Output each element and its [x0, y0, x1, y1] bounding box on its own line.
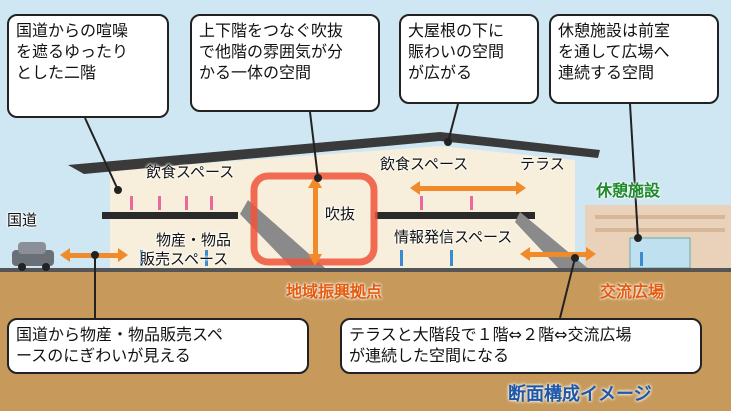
callout-terrace-stair: テラスと大階段で１階⇔２階⇔交流広場 が連続した空間になる	[340, 318, 702, 374]
people-upper	[130, 196, 473, 210]
callout-big-roof: 大屋根の下に 賑わいの空間 が広がる	[399, 14, 539, 104]
label-atrium: 吹抜	[325, 205, 356, 223]
leader-lines	[84, 103, 642, 319]
label-rest-facility: 休憩施設	[596, 181, 661, 200]
label-products-1: 物産・物品	[156, 231, 232, 249]
callout-view-from-road: 国道から物産・物品販売スペ ースのにぎわいが見える	[7, 318, 309, 374]
callout-atrium: 上下階をつなぐ吹抜 で他階の雰囲気が分 かる一体の空間	[190, 14, 380, 112]
label-exchange-plaza: 交流広場	[600, 282, 665, 301]
label-regional-hub: 地域振興拠点	[286, 282, 383, 301]
rest-facility-window	[629, 237, 691, 269]
central-stair	[240, 200, 325, 268]
label-dining-right: 飲食スペース	[380, 155, 469, 173]
big-roof	[68, 132, 600, 174]
people-lower	[140, 250, 643, 266]
second-floor-slab-right	[375, 212, 535, 219]
label-dining-left: 飲食スペース	[146, 163, 235, 181]
label-terrace: テラス	[520, 155, 565, 173]
label-national-road: 国道	[7, 211, 38, 229]
label-products-2: 販売スペース	[140, 250, 229, 268]
callout-rest-facility: 休憩施設は前室 を通して広場へ 連続する空間	[549, 14, 719, 104]
image-title: 断面構成イメージ	[508, 384, 652, 405]
second-floor-slab-left	[102, 212, 238, 219]
callout-second-floor: 国道からの喧噪 を遮るゆったり とした二階	[7, 14, 169, 118]
building-wall	[110, 146, 575, 268]
car-icon	[12, 242, 54, 271]
label-info-space: 情報発信スペース	[394, 228, 513, 246]
